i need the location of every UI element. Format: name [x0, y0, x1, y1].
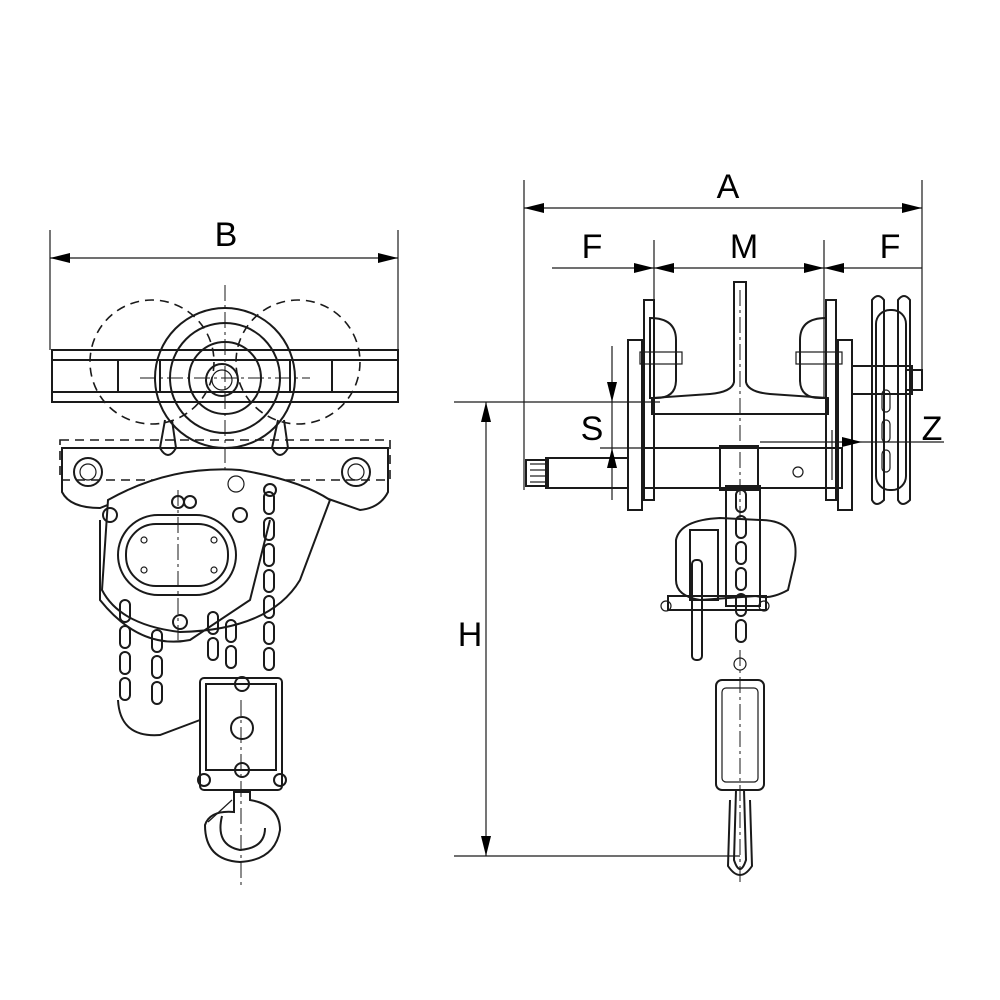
- front-view: B: [49, 216, 399, 885]
- dimension-label-s: S: [581, 410, 604, 448]
- hoist-side: [660, 485, 797, 661]
- dimension-s: S: [454, 346, 660, 500]
- i-beam: [651, 281, 829, 520]
- dimension-label-b: B: [215, 216, 238, 254]
- side-view: A F M F: [454, 168, 944, 885]
- dimension-b: B: [49, 216, 399, 350]
- trolley-wheels-side: [627, 299, 853, 511]
- dimension-f-m-f: F M F: [552, 228, 922, 400]
- dimension-h: H: [454, 402, 740, 857]
- hand-wheel-side: [871, 295, 911, 505]
- dimension-label-f-right: F: [880, 228, 901, 266]
- hand-chain-front: [117, 483, 277, 737]
- dimension-label-h: H: [458, 616, 483, 654]
- trolley-wheels: [89, 285, 361, 470]
- dimension-label-z: Z: [922, 410, 943, 448]
- dimension-label-m: M: [730, 228, 758, 266]
- dimension-a: A: [523, 168, 923, 490]
- hoist-body: [99, 468, 332, 643]
- bottom-block-front: [197, 676, 287, 885]
- bottom-block-side: [715, 650, 765, 885]
- dimension-label-a: A: [717, 168, 740, 206]
- dimension-label-f-left: F: [582, 228, 603, 266]
- dimension-z: Z: [760, 410, 944, 480]
